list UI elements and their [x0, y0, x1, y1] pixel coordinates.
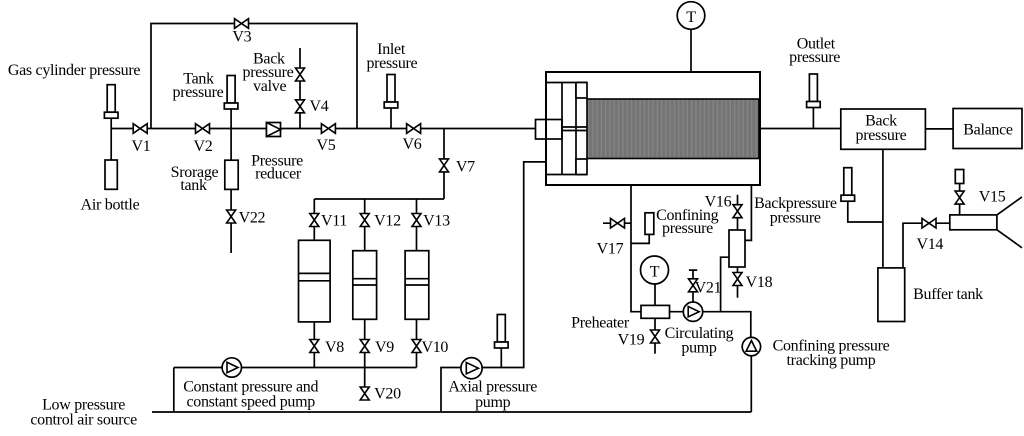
- svg-text:pressure: pressure: [770, 210, 821, 227]
- svg-text:pressure: pressure: [366, 55, 417, 72]
- svg-text:Axial pressure: Axial pressure: [448, 379, 537, 396]
- svg-text:V11: V11: [321, 212, 347, 229]
- svg-text:V19: V19: [618, 331, 645, 348]
- svg-text:V15: V15: [979, 189, 1006, 206]
- svg-text:Backpressure: Backpressure: [754, 195, 837, 212]
- svg-text:tank: tank: [180, 177, 207, 194]
- svg-text:V12: V12: [374, 212, 401, 229]
- svg-text:control air source: control air source: [30, 412, 137, 429]
- svg-text:pump: pump: [681, 340, 717, 357]
- svg-text:V20: V20: [374, 386, 401, 403]
- svg-text:Back: Back: [253, 51, 285, 68]
- svg-text:Back: Back: [865, 112, 897, 129]
- svg-text:V6: V6: [403, 136, 422, 153]
- svg-text:V5: V5: [317, 137, 336, 154]
- svg-text:Buffer tank: Buffer tank: [913, 286, 983, 303]
- svg-text:tracking pump: tracking pump: [787, 352, 876, 369]
- svg-text:pressure: pressure: [856, 127, 907, 144]
- svg-text:V17: V17: [597, 240, 624, 257]
- svg-text:V16: V16: [705, 194, 732, 211]
- svg-text:Confining pressure: Confining pressure: [773, 338, 890, 355]
- svg-text:V3: V3: [232, 28, 251, 45]
- svg-text:T: T: [650, 264, 660, 281]
- svg-text:pressure: pressure: [789, 49, 840, 66]
- svg-text:Constant pressure and: Constant pressure and: [183, 378, 318, 395]
- svg-text:V9: V9: [375, 339, 394, 356]
- svg-text:Balance: Balance: [963, 121, 1013, 138]
- svg-text:V1: V1: [132, 138, 151, 155]
- svg-text:V2: V2: [194, 138, 213, 155]
- svg-text:Confining: Confining: [656, 207, 718, 224]
- svg-text:V14: V14: [916, 236, 943, 253]
- svg-text:V7: V7: [456, 158, 475, 175]
- svg-text:V21: V21: [695, 280, 722, 297]
- svg-text:Air bottle: Air bottle: [81, 196, 140, 213]
- svg-text:valve: valve: [253, 78, 286, 95]
- svg-text:V10: V10: [421, 339, 448, 356]
- svg-text:Tank: Tank: [183, 70, 214, 87]
- svg-text:pump: pump: [475, 394, 511, 411]
- svg-text:V8: V8: [325, 339, 344, 356]
- svg-text:Pressure: Pressure: [251, 153, 303, 170]
- svg-text:Outlet: Outlet: [797, 36, 836, 53]
- svg-text:pressure: pressure: [173, 84, 224, 101]
- svg-text:V13: V13: [423, 212, 450, 229]
- svg-text:V22: V22: [239, 209, 266, 226]
- svg-text:Circulating: Circulating: [665, 325, 734, 342]
- svg-text:Preheater: Preheater: [571, 315, 630, 332]
- svg-text:pressure: pressure: [662, 220, 713, 237]
- svg-text:V18: V18: [746, 274, 773, 291]
- svg-text:constant speed pump: constant speed pump: [186, 394, 315, 411]
- svg-text:Inlet: Inlet: [377, 41, 406, 58]
- svg-text:T: T: [686, 9, 696, 26]
- svg-text:Srorage: Srorage: [171, 164, 219, 181]
- svg-text:V4: V4: [310, 98, 329, 115]
- svg-text:reducer: reducer: [255, 165, 302, 182]
- svg-text:pressure: pressure: [243, 64, 294, 81]
- svg-text:Low pressure: Low pressure: [42, 396, 125, 413]
- svg-text:Gas cylinder pressure: Gas cylinder pressure: [8, 62, 141, 79]
